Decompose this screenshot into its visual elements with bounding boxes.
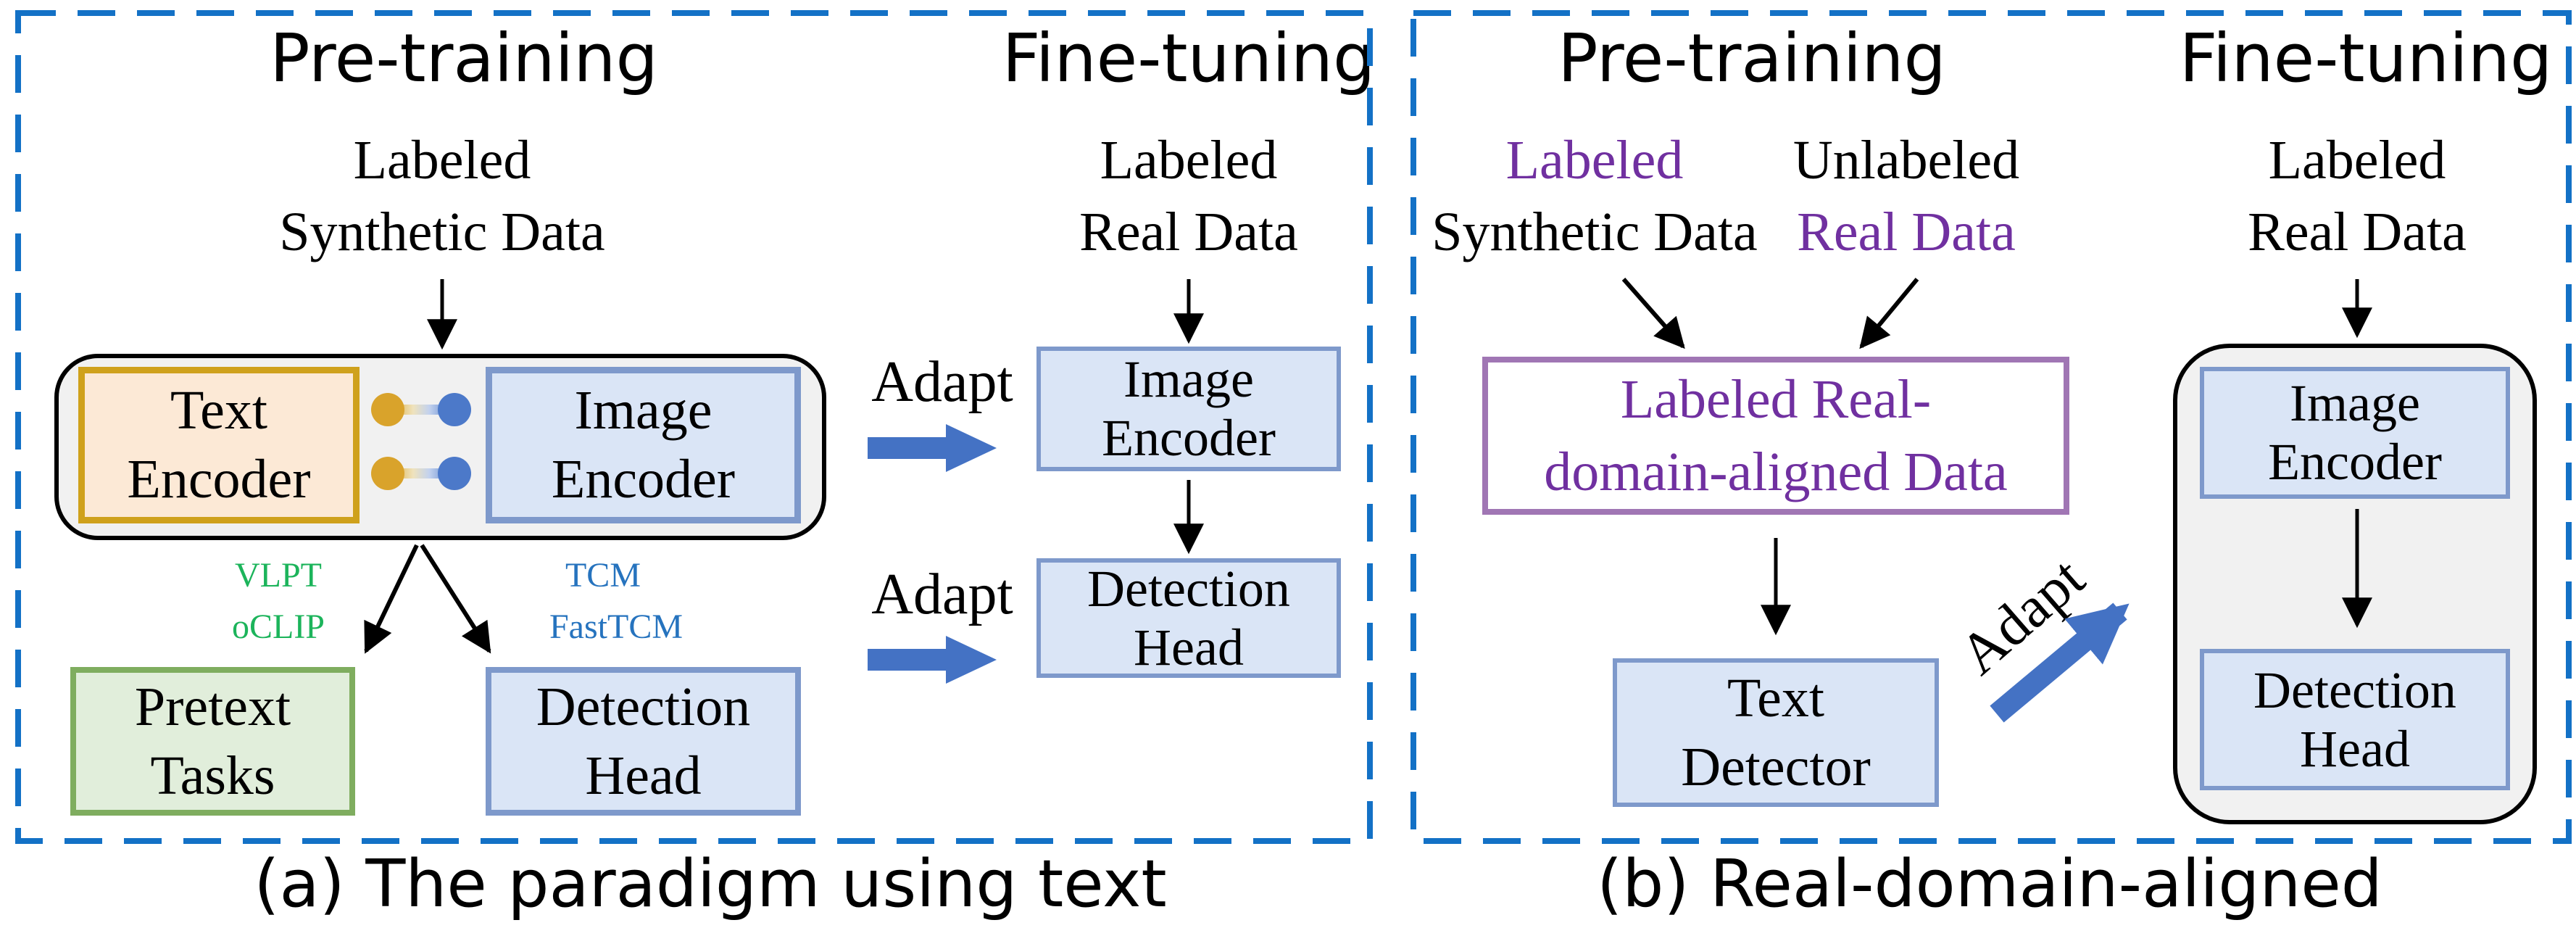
label-line: Synthetic Data [279,201,605,262]
image-encoder-pretrain-box: Image Encoder [486,367,801,523]
unlabeled-real-data-label-b: Unlabeled Real Data [1689,125,2124,268]
adapt-label-top-a: Adapt [871,350,1013,414]
text-encoder-box: Text Encoder [78,367,360,523]
method-label-vlpt: VLPT [235,556,322,594]
aligned-data-label-line2: domain-aligned Data [1544,442,2008,502]
label-line: Real Data [2248,201,2467,262]
adapt-label-bottom-a: Adapt [871,563,1013,626]
label-line: Unlabeled [1792,130,2020,191]
text-detector-label-line2: Detector [1681,736,1871,798]
caption-panel-a: (a) The paradigm using text knowledge [254,846,1167,928]
label-line: Real Data [1797,201,2016,262]
image-encoder-b-label-line1: Image [2290,374,2420,433]
arrow-synthetic-to-aligned-data [1621,278,1685,349]
detection-head-b-label-line2: Head [2300,719,2410,778]
labeled-real-data-label-a: Labeled Real Data [935,125,1442,268]
labeled-real-data-label-b: Labeled Real Data [2140,125,2575,268]
finetuning-header-a: Fine-tuning [1002,20,1376,97]
detection-head-b-label-line1: Detection [2253,660,2456,719]
method-label-fasttcm: FastTCM [549,608,684,646]
caption-panel-b: (b) Real-domain-aligned paradigm [1597,846,2382,928]
text-encoder-label-line2: Encoder [127,449,311,510]
adapt-arrow-top-a [868,424,997,472]
pretext-tasks-label-line2: Tasks [150,745,275,806]
pretext-tasks-box: Pretext Tasks [70,667,355,816]
detection-head-label-line1: Detection [536,676,751,737]
adapt-label-b: Adapt [1948,545,2097,687]
image-encoder-label-line2: Encoder [551,449,736,510]
detection-head-pretrain-box: Detection Head [486,667,801,816]
text-detector-label-line1: Text [1727,667,1824,729]
label-line: Labeled [1100,130,1278,191]
aligned-data-label-line1: Labeled Real- [1620,368,1932,430]
image-encoder-b-label-line2: Encoder [2268,433,2442,491]
arrow-unlabeled-real-to-aligned-data [1859,278,1919,349]
image-encoder-finetune-b-box: Image Encoder [2200,367,2510,499]
detection-head-label-line2: Head [585,745,702,806]
labeled-real-domain-aligned-data-box: Labeled Real- domain-aligned Data [1482,357,2069,515]
detection-head-ft-label-line1: Detection [1087,559,1290,618]
detection-head-finetune-b-box: Detection Head [2200,649,2510,790]
pretext-tasks-label-line1: Pretext [134,676,291,737]
image-encoder-ft-label-line1: Image [1123,350,1254,409]
text-encoder-label-line1: Text [170,380,267,441]
method-label-oclip: oCLIP [231,608,325,646]
image-encoder-finetune-box: Image Encoder [1036,347,1341,471]
finetuning-header-b: Fine-tuning [2179,20,2553,97]
method-label-tcm: TCM [565,556,641,594]
labeled-synthetic-data-label-a: Labeled Synthetic Data [188,125,696,268]
detection-head-ft-label-line2: Head [1134,618,1244,676]
pretraining-header-a: Pre-training [270,20,658,97]
pretraining-header-b: Pre-training [1558,20,1946,97]
image-encoder-label-line1: Image [574,380,712,441]
label-line: Labeled [353,130,531,191]
label-line: Labeled [2268,130,2446,191]
text-detector-box: Text Detector [1613,658,1939,807]
image-encoder-ft-label-line2: Encoder [1102,409,1276,467]
arrow-fork-to-detection-head [420,544,491,654]
label-line: Real Data [1079,201,1298,262]
adapt-arrow-bottom-a [868,636,997,684]
detection-head-finetune-box: Detection Head [1036,558,1341,678]
